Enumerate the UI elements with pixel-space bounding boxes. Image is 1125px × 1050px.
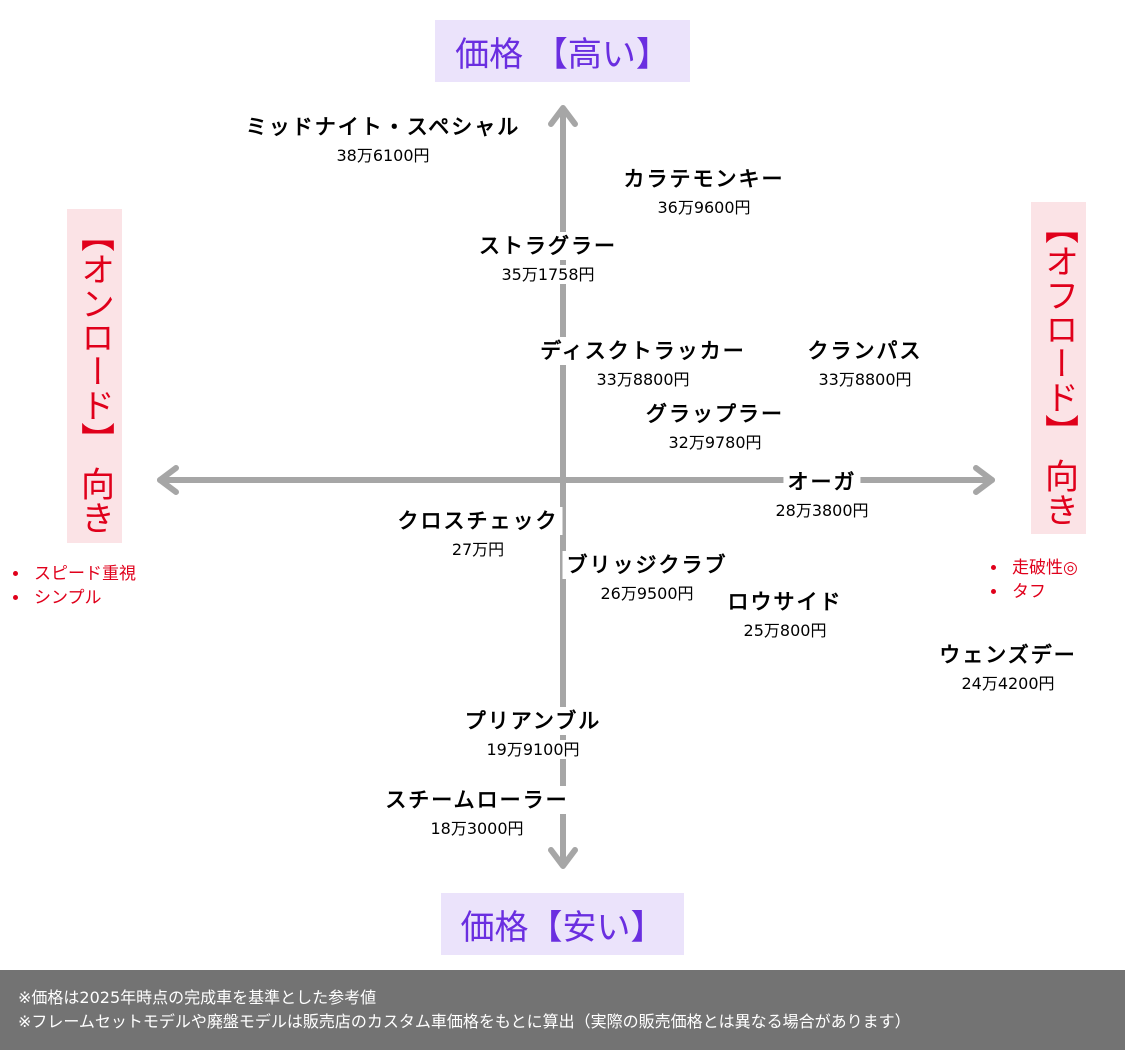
bike-name: スチームローラー — [381, 786, 573, 814]
arrow-left-icon — [157, 465, 179, 495]
bike-name: グラップラー — [642, 400, 788, 428]
bike-price-wrap: 33万8800円 — [536, 369, 750, 391]
bike-name: オーガ — [783, 468, 861, 496]
arrow-down-icon — [548, 847, 578, 869]
bike-item: ミッドナイト・スペシャル 38万6100円 — [241, 113, 525, 167]
bike-price: 25万800円 — [739, 621, 831, 640]
bike-price-wrap: 18万3000円 — [381, 818, 572, 840]
offroad-features: 走破性◎ タフ — [988, 556, 1078, 604]
arrow-right-icon — [973, 465, 995, 495]
onroad-features: スピード重視 シンプル — [10, 562, 136, 610]
bike-price: 27万円 — [447, 540, 509, 559]
price-high-label: 価格 【高い】 — [435, 20, 690, 82]
price-low-label: 価格【安い】 — [441, 893, 684, 955]
feature-item: タフ — [1008, 580, 1078, 604]
bike-price: 32万9780円 — [664, 433, 766, 452]
bike-item: オーガ 28万3800円 — [771, 468, 873, 522]
bike-name: ロウサイド — [723, 588, 847, 616]
arrow-up-icon — [548, 105, 578, 127]
bike-price-wrap: 32万9780円 — [642, 432, 788, 454]
bike-item: クランパス 33万8800円 — [803, 337, 927, 391]
bike-item: プリアンブル 19万9100円 — [460, 707, 606, 761]
bike-price-wrap: 38万6100円 — [242, 145, 525, 167]
bike-name: クロスチェック — [393, 507, 563, 535]
bike-item: ウェンズデー 24万4200円 — [935, 641, 1081, 695]
bike-item: ディスクトラッカー 33万8800円 — [536, 337, 750, 391]
feature-item: シンプル — [30, 586, 136, 610]
bike-item: ストラグラー 35万1758円 — [475, 232, 621, 286]
footer-notes: ※価格は2025年時点の完成車を基準とした参考値 ※フレームセットモデルや廃盤モ… — [0, 970, 1125, 1050]
bike-price: 24万4200円 — [957, 674, 1059, 693]
bike-price: 35万1758円 — [497, 265, 599, 284]
bike-price: 18万3000円 — [426, 819, 528, 838]
bike-price: 33万8800円 — [814, 370, 916, 389]
bike-price: 28万3800円 — [771, 501, 873, 520]
bike-name: クランパス — [803, 337, 927, 365]
bike-price: 36万9600円 — [653, 198, 755, 217]
bike-price: 38万6100円 — [332, 146, 434, 165]
bike-price-wrap: 26万9500円 — [563, 583, 732, 605]
bike-price-wrap: 27万円 — [394, 539, 563, 561]
bike-price-wrap: 28万3800円 — [771, 500, 873, 522]
bike-name: ミッドナイト・スペシャル — [241, 113, 525, 141]
onroad-label: 【オンロード】 向き — [67, 209, 122, 543]
bike-price-wrap: 36万9600円 — [620, 197, 789, 219]
bike-item: ブリッジクラブ 26万9500円 — [562, 551, 732, 605]
bike-price: 26万9500円 — [596, 584, 698, 603]
footer-note: ※価格は2025年時点の完成車を基準とした参考値 — [18, 988, 377, 1007]
bike-price: 33万8800円 — [592, 370, 694, 389]
bike-name: ストラグラー — [475, 232, 621, 260]
offroad-label: 【オフロード】 向き — [1031, 202, 1086, 534]
footer-note: ※フレームセットモデルや廃盤モデルは販売店のカスタム車価格をもとに算出（実際の販… — [18, 1012, 911, 1031]
bike-name: ディスクトラッカー — [536, 337, 750, 365]
bike-price-wrap: 24万4200円 — [935, 673, 1081, 695]
bike-name: ブリッジクラブ — [562, 551, 732, 579]
bike-item: カラテモンキー 36万9600円 — [619, 165, 789, 219]
bike-price-wrap: 33万8800円 — [804, 369, 927, 391]
bike-name: ウェンズデー — [935, 641, 1081, 669]
bike-item: クロスチェック 27万円 — [393, 507, 563, 561]
bike-item: ロウサイド 25万800円 — [723, 588, 847, 642]
feature-item: スピード重視 — [30, 562, 136, 586]
bike-name: プリアンブル — [460, 707, 606, 735]
feature-item: 走破性◎ — [1008, 556, 1078, 580]
bike-price-wrap: 25万800円 — [724, 620, 847, 642]
bike-name: カラテモンキー — [619, 165, 789, 193]
bike-price: 19万9100円 — [482, 740, 584, 759]
bike-item: スチームローラー 18万3000円 — [381, 786, 573, 840]
bike-price-wrap: 35万1758円 — [475, 264, 621, 286]
bike-item: グラップラー 32万9780円 — [642, 400, 788, 454]
bike-price-wrap: 19万9100円 — [461, 739, 606, 761]
